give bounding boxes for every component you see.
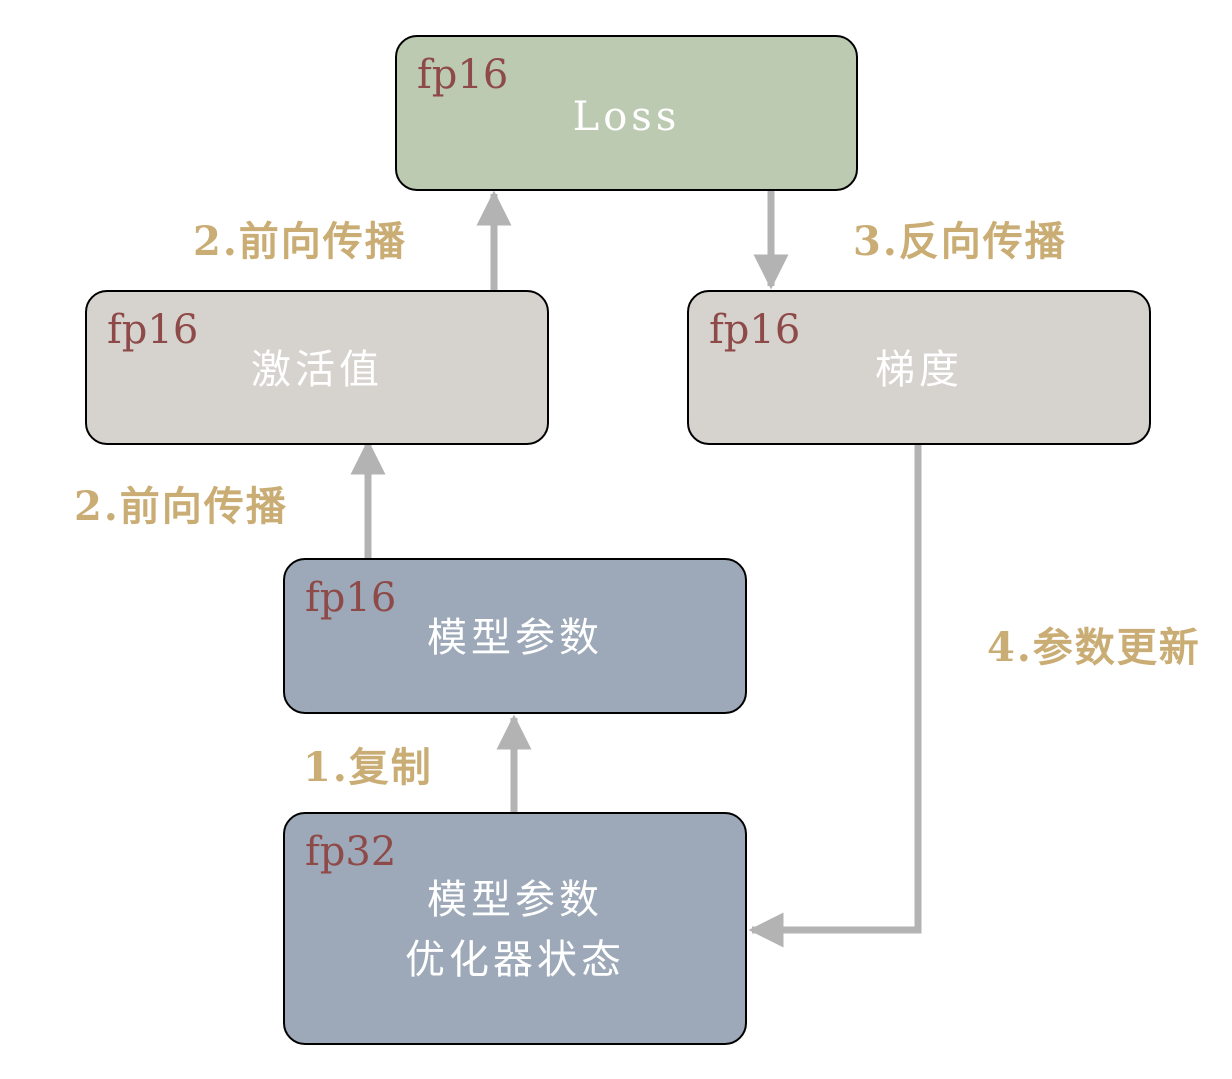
activations-label: 激活值 (251, 347, 383, 393)
activations-node: fp16 激活值 (85, 290, 549, 445)
fp16-params-node: fp16 模型参数 (283, 558, 747, 714)
step-forward-top: 2.前向传播 (193, 218, 407, 265)
fp16-params-precision: fp16 (305, 575, 397, 621)
update-arrow (748, 444, 922, 948)
loss-precision: fp16 (417, 52, 509, 98)
fp32-master-label-line2: 优化器状态 (405, 937, 625, 983)
fp32-master-label-line1: 模型参数 (427, 877, 603, 923)
fp32-master-node: fp32 模型参数 优化器状态 (283, 812, 747, 1045)
gradients-label: 梯度 (875, 347, 963, 393)
gradients-node: fp16 梯度 (687, 290, 1151, 445)
activations-precision: fp16 (107, 307, 199, 353)
fp16-params-label: 模型参数 (427, 615, 603, 661)
gradients-precision: fp16 (709, 307, 801, 353)
step-update: 4.参数更新 (987, 624, 1201, 671)
loss-label: Loss (572, 94, 681, 140)
fp32-master-precision: fp32 (305, 829, 397, 875)
step-copy: 1.复制 (303, 744, 433, 791)
step-backward: 3.反向传播 (853, 218, 1067, 265)
step-forward-bottom: 2.前向传播 (74, 483, 288, 530)
loss-node: fp16 Loss (395, 35, 858, 191)
